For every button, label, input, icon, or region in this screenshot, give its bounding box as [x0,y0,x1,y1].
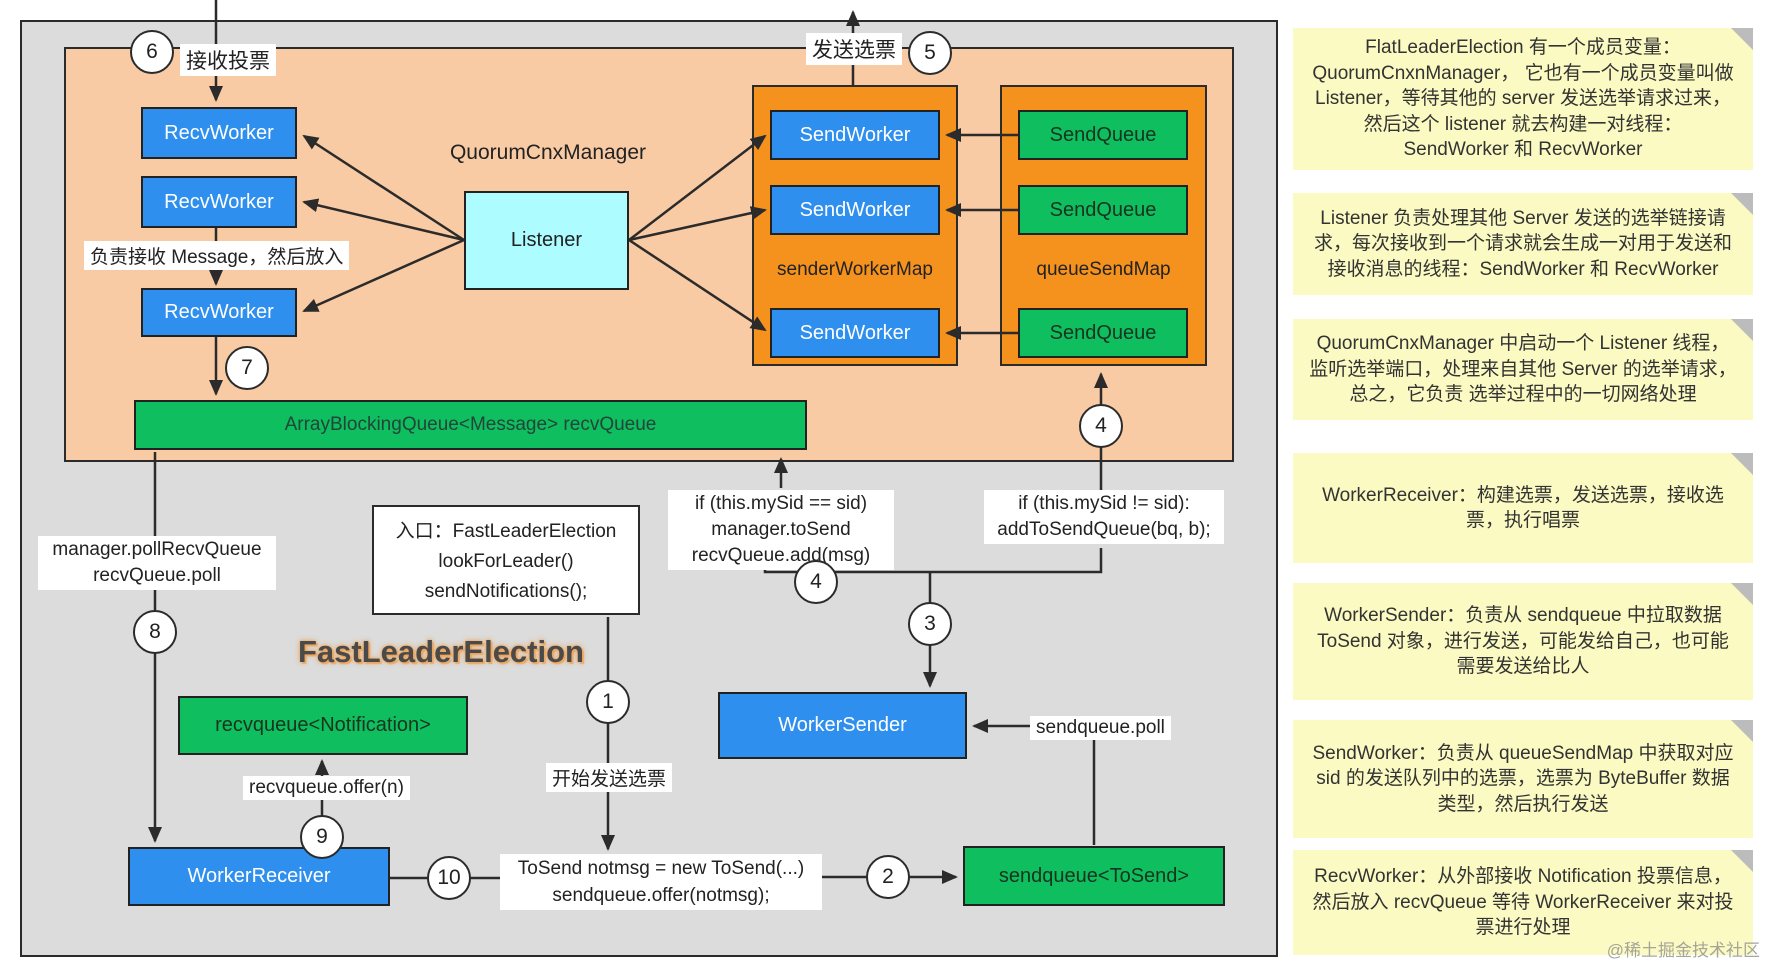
note-fold-corner [1731,583,1753,605]
send-queue-box-1: SendQueue [1018,110,1188,160]
send-worker-label: SendWorker [799,123,911,146]
if-equal-sid-label: if (this.mySid == sid) manager.toSend re… [668,490,894,570]
if-equal-line1: if (this.mySid == sid) [694,493,868,514]
step-circle-9: 9 [300,815,344,859]
entry-line2: lookForLeader() [438,551,574,572]
if-equal-line3: recvQueue.add(msg) [691,545,871,566]
listener-label: Listener [510,229,583,251]
note-fold-corner [1731,193,1753,215]
send-votes-label: 发送选票 [806,33,902,65]
recvqueue-offer-label: recvqueue.offer(n) [243,776,410,800]
note-worker-receiver: WorkerReceiver：构建选票，发送选票，接收选票，执行唱票 [1293,453,1753,563]
note-worker-sender: WorkerSender：负责从 sendqueue 中拉取数据 ToSend … [1293,583,1753,700]
note-fold-corner [1731,720,1753,742]
note-fold-corner [1731,28,1753,50]
tosend-statement-label: ToSend notmsg = new ToSend(...) sendqueu… [500,854,822,910]
queue-send-map-label: queueSendMap [1036,259,1171,280]
send-worker-label: SendWorker [799,321,911,344]
send-worker-box-1: SendWorker [770,110,940,160]
if-not-equal-line1: if (this.mySid != sid): [1018,493,1190,514]
recv-worker-label: RecvWorker [164,190,274,213]
recv-worker-label: RecvWorker [164,301,274,323]
tosend-line1: ToSend notmsg = new ToSend(...) [517,858,805,879]
step-circle-8: 8 [133,610,177,654]
step-circle-3: 3 [908,602,952,646]
entry-line1: 入口：FastLeaderElection [395,521,617,542]
note-text: RecvWorker：从外部接收 Notification 投票信息，然后放入 … [1312,866,1734,939]
sendqueue-poll-label: sendqueue.poll [1030,716,1171,740]
site-watermark: @稀土掘金技术社区 [1606,941,1760,960]
step-circle-7: 7 [225,346,269,390]
note-fold-corner [1731,453,1753,475]
step-circle-4-right: 4 [1079,404,1123,448]
send-queue-label: SendQueue [1049,321,1157,344]
if-not-equal-line2: addToSendQueue(bq, b); [997,519,1211,540]
recv-worker-box-1: RecvWorker [141,107,297,159]
note-text: SendWorker：负责从 queueSendMap 中获取对应 sid 的发… [1312,742,1734,815]
recv-queue-bar: ArrayBlockingQueue<Message> recvQueue [134,400,807,450]
manager-poll-line2: recvQueue.poll [93,565,221,586]
step-circle-6: 6 [130,30,174,74]
send-queue-label: SendQueue [1049,198,1157,221]
sendqueue-tosend-box: sendqueue<ToSend> [963,846,1225,906]
send-worker-label: SendWorker [799,198,911,221]
if-equal-line2: manager.toSend [711,519,851,540]
note-flat-leader-election: FlatLeaderElection 有一个成员变量： QuorumCnxnMa… [1293,28,1753,170]
receive-votes-label: 接收投票 [180,44,276,76]
note-text: WorkerSender：负责从 sendqueue 中拉取数据 ToSend … [1317,605,1729,678]
note-recv-worker: RecvWorker：从外部接收 Notification 投票信息，然后放入 … [1293,850,1753,955]
send-queue-box-2: SendQueue [1018,185,1188,235]
manager-poll-label: manager.pollRecvQueue recvQueue.poll [38,536,276,590]
if-not-equal-sid-label: if (this.mySid != sid): addToSendQueue(b… [984,490,1224,544]
send-queue-label: SendQueue [1049,123,1157,146]
sendqueue-tosend-label: sendqueue<ToSend> [998,864,1190,887]
recv-queue-bar-label: ArrayBlockingQueue<Message> recvQueue [284,414,657,435]
note-text: Listener 负责处理其他 Server 发送的选举链接请求，每次接收到一个… [1313,207,1732,280]
tosend-line2: sendqueue.offer(notmsg); [552,885,770,906]
recvqueue-notification-label: recvqueue<Notification> [215,714,431,736]
step-circle-5: 5 [908,31,952,75]
note-send-worker: SendWorker：负责从 queueSendMap 中获取对应 sid 的发… [1293,720,1753,838]
note-fold-corner [1731,850,1753,872]
recv-worker-label: RecvWorker [164,121,274,144]
send-worker-box-3: SendWorker [770,308,940,358]
sender-worker-map-label: senderWorkerMap [777,259,933,280]
entry-line3: sendNotifications(); [424,581,588,602]
recv-worker-box-2: RecvWorker [141,176,297,228]
manager-poll-line1: manager.pollRecvQueue [52,539,262,560]
note-quorum-cnx-manager: QuorumCnxManager 中启动一个 Listener 线程，监听选举端… [1293,319,1753,420]
fast-leader-election-title: FastLeaderElection [298,634,584,669]
quorum-cnx-manager-title: QuorumCnxManager [449,141,647,164]
worker-receiver-label: WorkerReceiver [187,865,331,887]
worker-sender-box: WorkerSender [718,692,967,759]
note-fold-corner [1731,319,1753,341]
step-circle-2: 2 [866,855,910,899]
recvqueue-notification-box: recvqueue<Notification> [178,696,468,755]
step-circle-10: 10 [427,856,471,900]
note-text: FlatLeaderElection 有一个成员变量： QuorumCnxnMa… [1312,37,1734,161]
worker-receiver-box: WorkerReceiver [128,847,390,906]
listener-box: Listener [464,191,629,290]
send-worker-box-2: SendWorker [770,185,940,235]
start-send-votes-label: 开始发送选票 [546,763,673,792]
worker-sender-label: WorkerSender [778,714,907,736]
note-text: WorkerReceiver：构建选票，发送选票，接收选票，执行唱票 [1322,484,1724,532]
note-listener: Listener 负责处理其他 Server 发送的选举链接请求，每次接收到一个… [1293,193,1753,295]
step-circle-4-mid: 4 [794,560,838,604]
step-circle-1: 1 [586,680,630,724]
send-queue-box-3: SendQueue [1018,308,1188,358]
recv-message-note-label: 负责接收 Message，然后放入 [84,241,350,270]
note-text: QuorumCnxManager 中启动一个 Listener 线程，监听选举端… [1309,333,1737,406]
entry-box: 入口：FastLeaderElection lookForLeader() se… [372,505,640,615]
recv-worker-box-3: RecvWorker [141,288,297,337]
